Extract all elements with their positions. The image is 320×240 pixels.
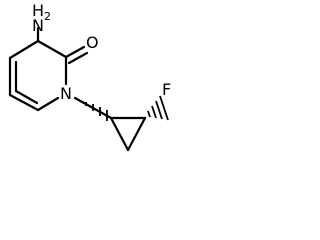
hash-2-2 — [151, 105, 157, 119]
chemical-structure: H 2 N O N F — [8, 1, 171, 152]
carbonyl-o-label: O — [86, 33, 99, 52]
hash-2-4 — [159, 95, 169, 121]
ring-n-label: N — [60, 84, 72, 103]
hashed-stereo-bond-1 — [85, 102, 108, 121]
cyclopropane-ring — [109, 116, 147, 152]
amine-subscript-label: 2 — [44, 10, 51, 23]
fluorine-label: F — [162, 80, 171, 99]
bond-c4-c3 — [8, 39, 40, 60]
bond-c3-c2 — [36, 39, 68, 59]
bond-n1-c6 — [36, 96, 60, 112]
bond-c6-c5 — [8, 93, 40, 112]
amine-n-label: N — [32, 16, 44, 35]
bond-c6-c5-double-inner — [14, 89, 39, 105]
bond-cp1-cp3 — [109, 116, 130, 152]
amine-h-label: H — [32, 1, 44, 20]
bond-cp2-cp3 — [126, 116, 147, 152]
hash-2-1 — [147, 110, 151, 118]
bond-c2-o-2 — [67, 51, 89, 65]
pyridinone-ring — [8, 39, 68, 112]
carbonyl-bond — [64, 45, 89, 65]
hash-2-3 — [155, 100, 163, 120]
hashed-stereo-bond-2 — [147, 95, 169, 121]
bond-c2-o-1 — [64, 45, 86, 59]
